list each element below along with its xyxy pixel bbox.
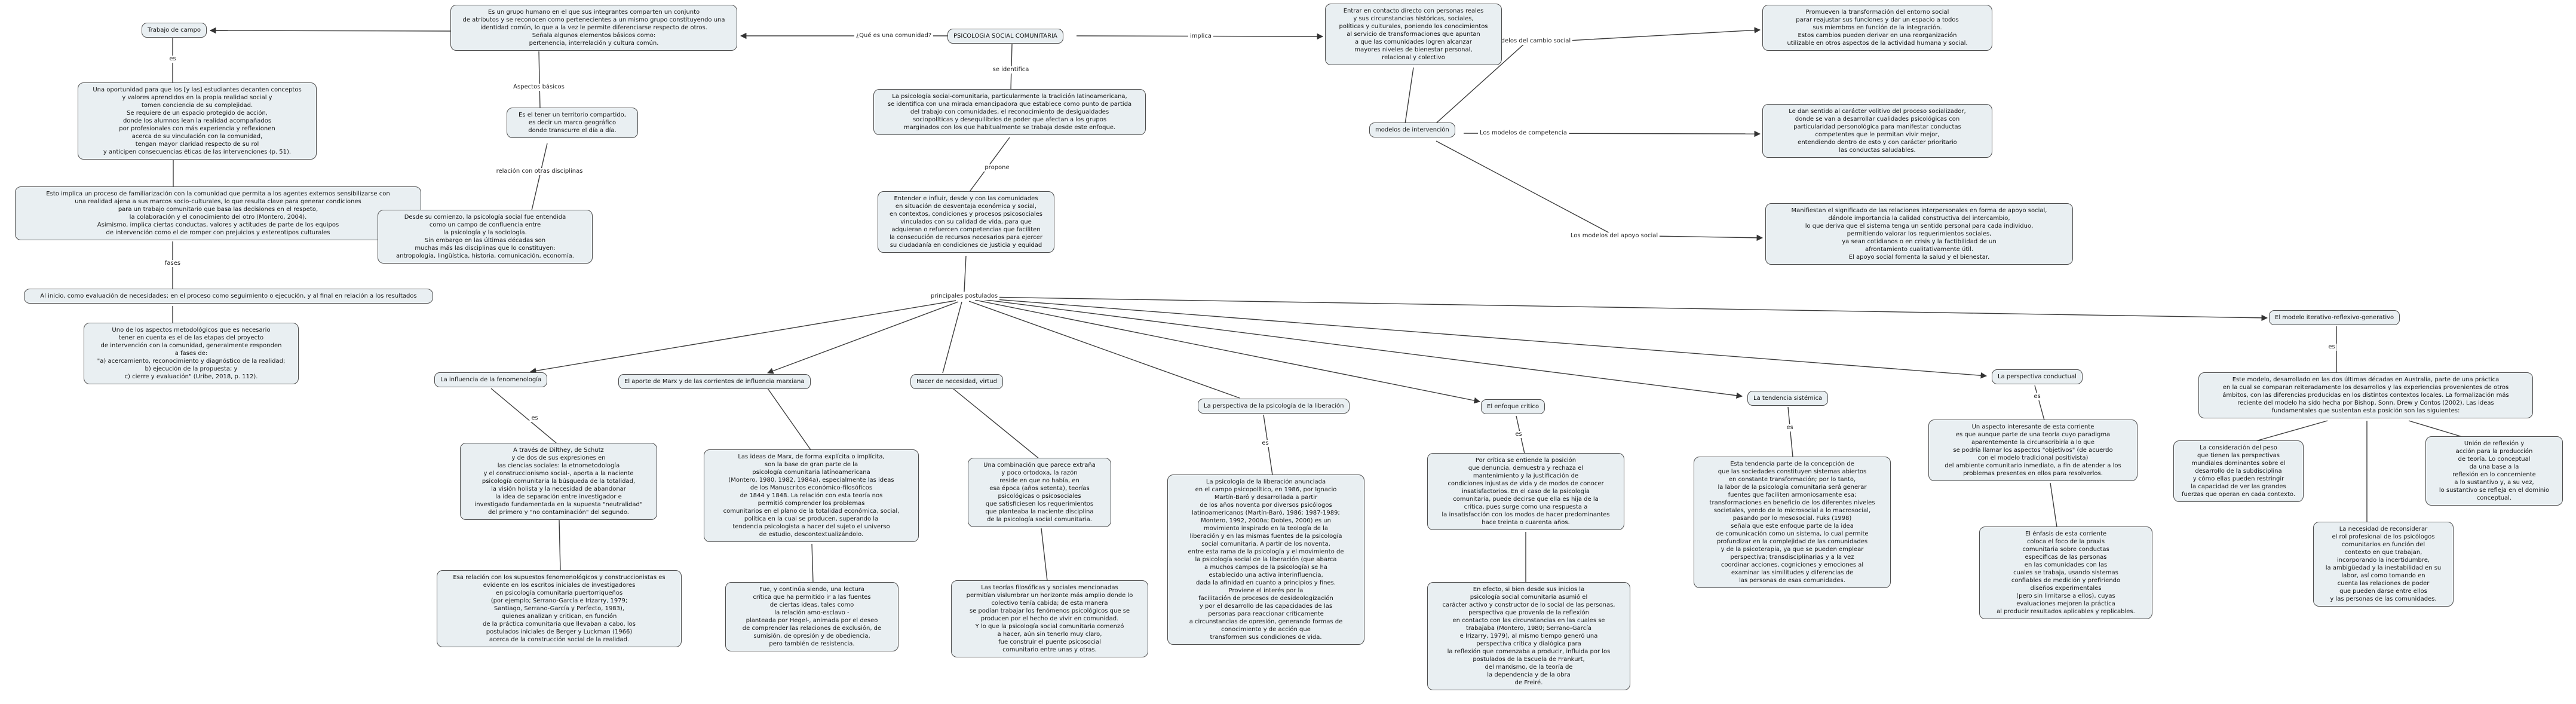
linking-phrase-es-trabajo[interactable]: es <box>167 56 178 63</box>
connector-line <box>531 143 548 211</box>
concept-node-necesidad-de-reconsiderar[interactable]: La necesidad de reconsiderar el rol prof… <box>2313 522 2454 607</box>
linking-phrase-relacion-otras-disciplinas[interactable]: relación con otras disciplinas <box>494 168 585 175</box>
connector-line <box>974 299 1481 404</box>
concept-node-consideracion-del-peso[interactable]: La consideración del peso que tienen las… <box>2173 440 2304 502</box>
concept-node-perspectiva-conductual[interactable]: La perspectiva conductual <box>1992 369 2083 384</box>
connector-line <box>559 519 561 571</box>
connector-line <box>977 298 1743 399</box>
connector-line <box>209 27 451 34</box>
concept-node-ideas-de-marx[interactable]: Las ideas de Marx, de forma explícita o … <box>704 449 919 542</box>
concept-node-el-enfasis[interactable]: El énfasis de esta corriente coloca el f… <box>1979 527 2152 619</box>
linking-phrase-es-conductual[interactable]: es <box>2032 393 2043 400</box>
concept-node-que-es-grupo-humano[interactable]: Es un grupo humano en el que sus integra… <box>450 5 737 51</box>
concept-node-desde-su-comienzo[interactable]: Desde su comienzo, la psicología social … <box>378 210 593 264</box>
concept-node-perspectiva-liberacion[interactable]: La perspectiva de la psicología de la li… <box>1198 399 1350 414</box>
concept-node-le-dan-sentido[interactable]: Le dan sentido al carácter volitivo del … <box>1762 104 1992 158</box>
linking-phrase-es-liberacion[interactable]: es <box>1260 440 1271 447</box>
connector-line <box>490 388 557 444</box>
linking-phrase-modelos-apoyo-social[interactable]: Los modelos del apoyo social <box>1568 232 1660 240</box>
concept-node-fases-detalle[interactable]: Al inicio, como evaluación de necesidade… <box>24 289 433 304</box>
concept-node-modelos-de-intervencion[interactable]: modelos de intervención <box>1369 123 1455 137</box>
concept-node-una-oportunidad[interactable]: Una oportunidad para que los [y las] est… <box>78 82 317 160</box>
linking-phrase-principales-postulados[interactable]: principales postulados <box>928 293 1000 300</box>
linking-phrase-es-iterativo[interactable]: es <box>2326 344 2337 351</box>
connector-line <box>968 301 1240 399</box>
connector-line <box>942 301 962 374</box>
concept-node-esa-relacion[interactable]: Esa relación con los supuestos fenomenol… <box>437 570 682 647</box>
connector-line <box>529 300 956 374</box>
concept-node-trabajo-de-campo[interactable]: Trabajo de campo <box>142 23 207 38</box>
linking-phrase-modelos-competencia[interactable]: Los modelos de competencia <box>1478 130 1569 137</box>
concept-node-tendencia-sistemica[interactable]: La tendencia sistémica <box>1747 391 1829 406</box>
connector-line <box>964 255 967 292</box>
connector-line <box>1041 528 1048 581</box>
concept-node-una-combinacion[interactable]: Una combinación que parece extraña y poc… <box>968 458 1111 527</box>
concept-node-enfoque-critico[interactable]: El enfoque crítico <box>1481 399 1545 414</box>
connector-line <box>952 388 1040 460</box>
concept-node-influencia-fenomenologia[interactable]: La influencia de la fenomenología <box>434 372 548 387</box>
concept-node-aporte-de-marx[interactable]: El aporte de Marx y de las corrientes de… <box>618 374 811 389</box>
linking-phrase-es-fenomenologia[interactable]: es <box>529 415 540 422</box>
connector-line <box>982 296 2268 322</box>
linking-phrase-fases[interactable]: fases <box>162 260 183 267</box>
concept-node-entender-e-influir[interactable]: Entender e influir, desde y con las comu… <box>878 191 1054 253</box>
concept-node-en-efecto[interactable]: En efecto, si bien desde sus inicios la … <box>1427 582 1630 690</box>
connector-line <box>2408 420 2463 437</box>
concept-node-este-modelo[interactable]: Este modelo, desarrollado en las dos últ… <box>2198 372 2533 418</box>
concept-node-entrar-en-contacto[interactable]: Entrar en contacto directo con personas … <box>1325 4 1502 65</box>
concept-node-teorias-filosoficas[interactable]: Las teorías filosóficas y sociales menci… <box>951 580 1148 657</box>
connector-line <box>1787 406 1793 458</box>
linking-phrase-se-identifica[interactable]: se identifica <box>990 66 1031 74</box>
concept-node-un-aspecto-interesante[interactable]: Un aspecto interesante de esta corriente… <box>1928 420 2138 481</box>
connector-line <box>979 298 1988 379</box>
connector-line <box>2034 385 2045 421</box>
linking-phrase-propone[interactable]: propone <box>983 164 1011 172</box>
concept-node-union-de-reflexion[interactable]: Unión de reflexión y acción para la prod… <box>2425 436 2563 506</box>
concept-node-esta-tendencia[interactable]: Esta tendencia parte de la concepción de… <box>1694 457 1891 588</box>
connector-line <box>1404 67 1414 124</box>
connector-line <box>767 301 959 374</box>
connector-line <box>538 51 541 109</box>
connector-line <box>767 388 812 451</box>
linking-phrase-implica[interactable]: implica <box>1188 33 1214 40</box>
concept-node-hacer-de-necesidad-virtud[interactable]: Hacer de necesidad, virtud <box>910 374 1003 389</box>
concept-node-esto-implica[interactable]: Esto implica un proceso de familiarizaci… <box>15 186 421 240</box>
concept-node-fue-lectura-critica[interactable]: Fue, y continúa siendo, una lectura crít… <box>725 582 898 651</box>
connector-line <box>811 543 814 583</box>
linking-phrase-que-es-una-comunidad[interactable]: ¿Qué es una comunidad? <box>854 32 934 39</box>
concept-node-territorio-compartido[interactable]: Es el tener un territorio compartido, es… <box>507 108 638 138</box>
connector-line <box>2050 482 2057 528</box>
linking-phrase-aspectos-basicos[interactable]: Aspectos básicos <box>511 84 566 91</box>
concept-node-a-traves-de-dilthey[interactable]: A través de Dilthey, de Schutz y de dos … <box>460 443 657 520</box>
concept-node-aspectos-metodologicos[interactable]: Uno de los aspectos metodológicos que es… <box>84 323 299 384</box>
linking-phrase-es-enfoque-critico[interactable]: es <box>1513 431 1524 438</box>
concept-node-psicologia-social-comunitaria[interactable]: PSICOLOGIA SOCIAL COMUNITARIA <box>947 29 1063 44</box>
concept-node-manifiestan-significado[interactable]: Manifiestan el significado de las relaci… <box>1765 203 2073 265</box>
concept-node-promueven-transformacion[interactable]: Promueven la transformación del entorno … <box>1762 5 1992 51</box>
linking-phrase-es-tendencia-sistemica[interactable]: es <box>1784 424 1795 431</box>
concept-node-por-critica[interactable]: Por crítica se entiende la posición que … <box>1427 453 1624 530</box>
concept-node-psicologia-de-la-liberacion[interactable]: La psicología de la liberación anunciada… <box>1167 475 1364 645</box>
connector-line <box>2255 420 2328 442</box>
concept-node-se-identifica-detalle[interactable]: La psicología social-comunitaria, partic… <box>873 89 1146 135</box>
connector-line <box>1436 140 1764 241</box>
concept-node-modelo-iterativo[interactable]: El modelo iterativo-reflexivo-generativo <box>2269 310 2400 325</box>
